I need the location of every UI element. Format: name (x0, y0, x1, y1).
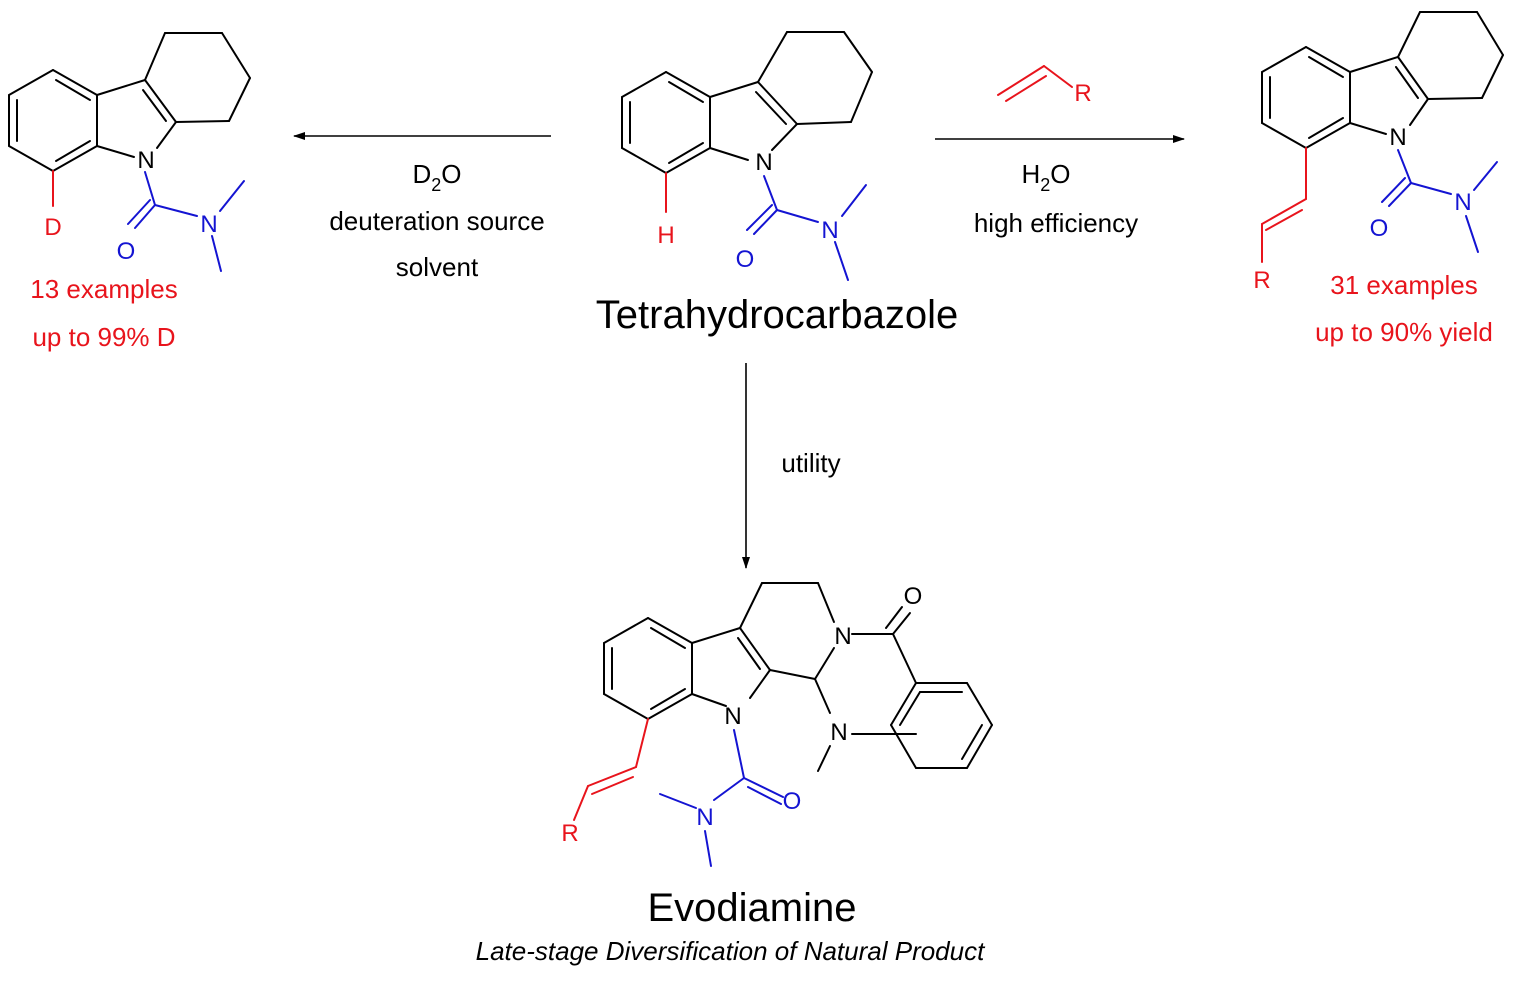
left-amide-group (127, 171, 245, 272)
right-amide-n: N (1454, 189, 1471, 216)
right-arrow-line1: high efficiency (974, 208, 1138, 238)
sm-amide-o: O (736, 246, 755, 273)
left-benzene-ring (8, 69, 98, 172)
alkene-reagent: R (997, 65, 1092, 107)
right-amide-o: O (1370, 215, 1389, 242)
sm-h-atom: H (657, 222, 674, 249)
left-amide-n: N (200, 211, 217, 238)
right-yield-label: up to 90% yield (1315, 317, 1493, 347)
evo-quinazolinone-ring (814, 606, 917, 772)
sm-cyclohexane-ring (757, 31, 873, 125)
left-cyclohexane-ring (144, 32, 251, 123)
evo-amide-group (659, 729, 784, 867)
right-cyclohexane-ring (1397, 11, 1504, 100)
left-n-atom: N (137, 147, 154, 174)
evo-pyrrole-ring (691, 627, 771, 707)
evo-methyl-n: N (830, 719, 847, 746)
left-arrow-line1: deuteration source (329, 206, 544, 236)
down-arrow-label: utility (781, 448, 840, 478)
sm-amide-n: N (821, 217, 838, 244)
right-benzene-ring (1261, 46, 1351, 149)
evo-indole-n: N (724, 703, 741, 730)
starting-material-name: Tetrahydrocarbazole (596, 293, 958, 337)
evo-carbonyl-o: O (904, 583, 923, 610)
sm-amide-group (746, 175, 867, 281)
evodiamine-subtitle: Late-stage Diversification of Natural Pr… (476, 936, 986, 966)
right-n-atom: N (1389, 124, 1406, 151)
left-arrow-line2: solvent (396, 252, 479, 282)
right-r-atom: R (1253, 267, 1270, 294)
evo-aryl-ring (890, 682, 993, 769)
left-amide-o: O (117, 238, 136, 265)
evo-piperidine-n: N (834, 623, 851, 650)
left-product-structure: N D O N (8, 32, 251, 272)
evo-amide-n: N (696, 804, 713, 831)
evo-vinyl-group (573, 718, 649, 821)
sm-n-atom: N (755, 149, 772, 176)
left-arrow-reagent: D2O (412, 159, 461, 195)
left-d-atom: D (44, 214, 61, 241)
evodiamine-structure: N N O N R O N (561, 582, 993, 867)
left-examples-label: 13 examples (30, 274, 177, 304)
evo-r-atom: R (561, 820, 578, 847)
evo-amide-o: O (783, 788, 802, 815)
evo-piperidine-ring (739, 582, 835, 680)
sm-pyrrole-ring (709, 81, 798, 161)
right-amide-group (1381, 149, 1498, 253)
evodiamine-name: Evodiamine (647, 886, 856, 930)
left-yield-label: up to 99% D (32, 322, 175, 352)
starting-material-structure: N H O N (621, 31, 873, 281)
alkene-r-atom: R (1074, 80, 1091, 107)
right-vinyl-group (1261, 147, 1307, 263)
right-pyrrole-ring (1349, 56, 1429, 135)
right-examples-label: 31 examples (1330, 270, 1477, 300)
sm-benzene-ring (621, 71, 711, 174)
right-product-structure: N R O N (1253, 11, 1504, 294)
evo-benzene-ring (603, 617, 693, 720)
left-pyrrole-ring (96, 79, 177, 158)
right-arrow-reagent: H2O (1021, 159, 1070, 195)
